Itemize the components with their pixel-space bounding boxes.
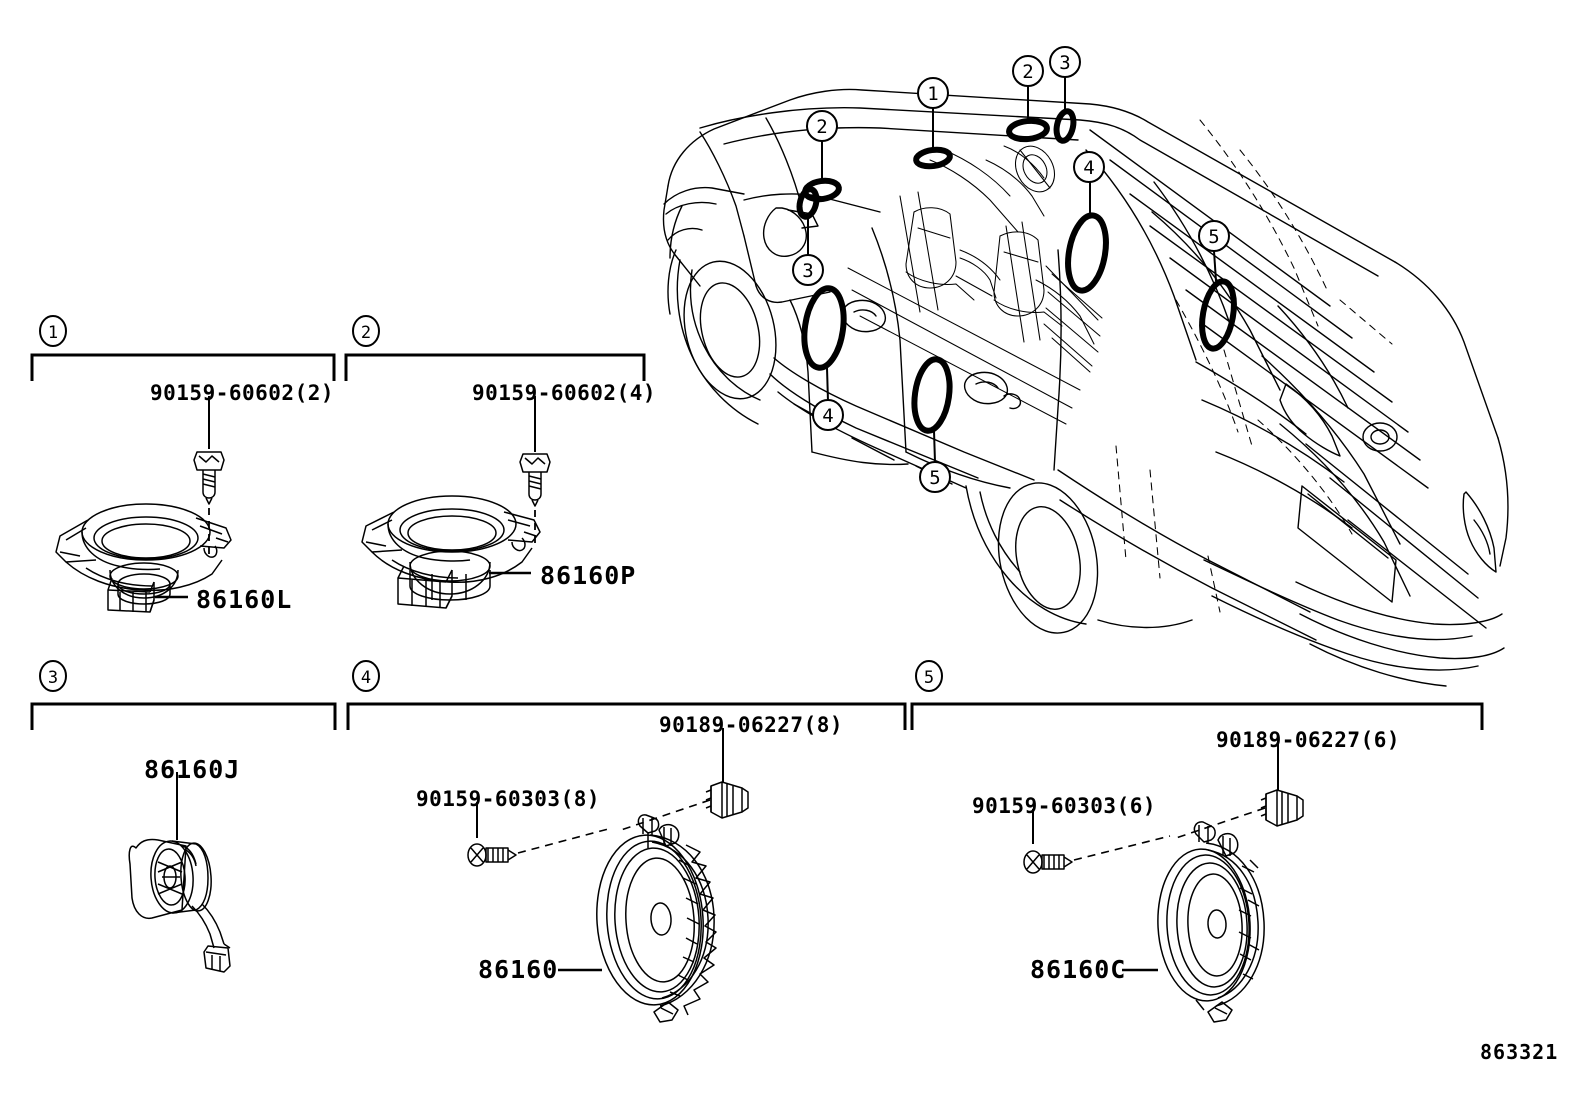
clip-90189-06227-6 bbox=[1260, 789, 1304, 827]
svg-text:3: 3 bbox=[1059, 52, 1070, 74]
panel-1-bolt-part-number: 90159-60602(2) bbox=[150, 381, 335, 405]
speaker-86160P bbox=[361, 495, 541, 609]
panel-4-balloon[interactable]: 4 bbox=[352, 660, 380, 692]
callout-3b[interactable]: 3 bbox=[1049, 46, 1081, 144]
svg-text:5: 5 bbox=[929, 467, 940, 489]
speaker-86160C bbox=[1157, 821, 1265, 1023]
callout-4a[interactable]: 4 bbox=[1063, 151, 1112, 294]
panel-1-speaker-part-number: 86160L bbox=[196, 585, 293, 614]
panel-5-screw-part-number: 90159-60303(6) bbox=[972, 794, 1157, 818]
panel-3-tweeter-part-number: 86160J bbox=[144, 755, 241, 784]
svg-text:4: 4 bbox=[1083, 157, 1094, 179]
svg-text:3: 3 bbox=[802, 260, 813, 282]
panel-balloons: 1 2 3 4 5 bbox=[39, 315, 943, 692]
speaker-86160 bbox=[596, 814, 717, 1023]
svg-text:5: 5 bbox=[924, 668, 934, 688]
panel-3-bracket bbox=[30, 702, 337, 730]
bolt-90159-60602-4 bbox=[519, 453, 551, 507]
screw-90159-60303-8 bbox=[467, 843, 517, 867]
callout-2a[interactable]: 2 bbox=[802, 110, 842, 203]
panel-3-balloon[interactable]: 3 bbox=[39, 660, 67, 692]
svg-text:5: 5 bbox=[1208, 226, 1219, 248]
panel-4-screw-part-number: 90159-60303(8) bbox=[416, 787, 601, 811]
svg-text:2: 2 bbox=[361, 323, 371, 343]
callout-1[interactable]: 1 bbox=[913, 77, 953, 170]
callout-2b[interactable]: 2 bbox=[1006, 55, 1050, 143]
svg-text:1: 1 bbox=[48, 323, 58, 343]
svg-text:1: 1 bbox=[927, 83, 938, 105]
panel-2-balloon[interactable]: 2 bbox=[352, 315, 380, 347]
svg-text:2: 2 bbox=[1022, 61, 1033, 83]
callout-4b[interactable]: 4 bbox=[800, 285, 849, 431]
svg-text:4: 4 bbox=[822, 405, 833, 427]
panel-5-speaker-part-number: 86160C bbox=[1030, 955, 1127, 984]
clip-90189-06227-8 bbox=[705, 781, 749, 819]
svg-text:3: 3 bbox=[48, 668, 58, 688]
drawing-number: 863321 bbox=[1480, 1040, 1559, 1064]
panel-1-balloon[interactable]: 1 bbox=[39, 315, 67, 347]
panel-4-speaker-part-number: 86160 bbox=[478, 955, 559, 984]
panel-2-bolt-part-number: 90159-60602(4) bbox=[472, 381, 657, 405]
panel-5-balloon[interactable]: 5 bbox=[915, 660, 943, 692]
bolt-90159-60602-2 bbox=[193, 451, 225, 505]
callout-5b[interactable]: 5 bbox=[910, 356, 954, 493]
callout-5a[interactable]: 5 bbox=[1197, 220, 1238, 352]
panel-2-bracket bbox=[344, 353, 646, 381]
panel-5-bracket bbox=[910, 702, 1484, 730]
panel-4-clip-part-number: 90189-06227(8) bbox=[659, 713, 844, 737]
tweeter-86160J bbox=[128, 838, 231, 973]
callout-3a[interactable]: 3 bbox=[792, 186, 824, 286]
screw-90159-60303-6 bbox=[1023, 850, 1073, 874]
panel-1-bracket bbox=[30, 353, 336, 381]
svg-text:2: 2 bbox=[816, 116, 827, 138]
speaker-86160L bbox=[55, 503, 232, 613]
panel-5-clip-part-number: 90189-06227(6) bbox=[1216, 728, 1401, 752]
svg-text:4: 4 bbox=[361, 668, 371, 688]
panel-2-speaker-part-number: 86160P bbox=[540, 561, 637, 590]
panel-4-bracket bbox=[346, 702, 907, 730]
